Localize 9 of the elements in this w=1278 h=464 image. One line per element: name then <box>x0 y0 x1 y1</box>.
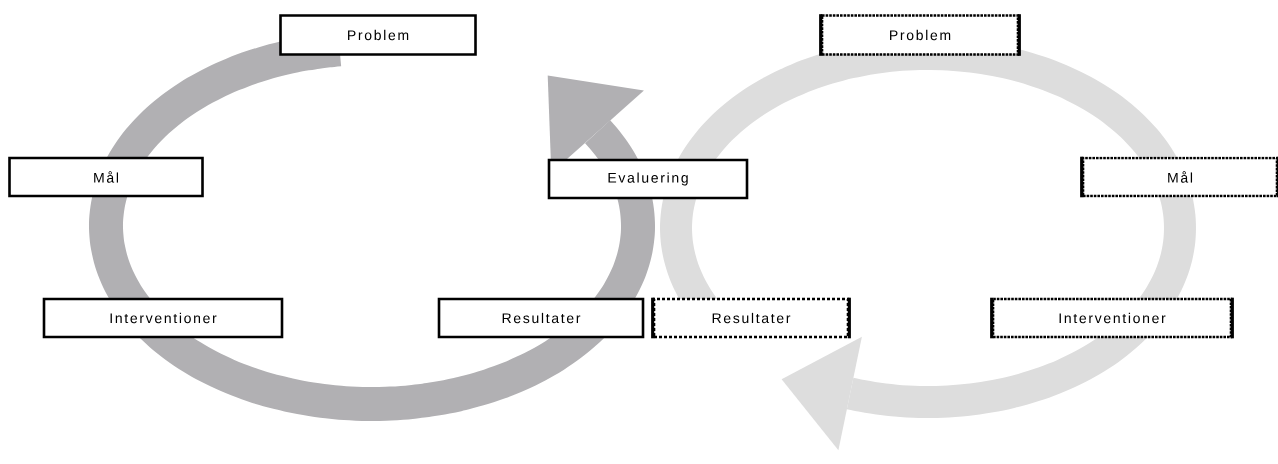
label-box: Interventioner <box>990 297 1234 339</box>
label-box: Interventioner <box>42 297 284 339</box>
label-box: Mål <box>8 156 204 198</box>
label-box: Resultater <box>651 297 851 339</box>
label-box: Problem <box>279 14 477 56</box>
label-box: Problem <box>819 14 1021 56</box>
label-box: Mål <box>1080 156 1278 198</box>
label-box: Evaluering <box>547 158 749 200</box>
label-box: Resultater <box>437 297 645 339</box>
